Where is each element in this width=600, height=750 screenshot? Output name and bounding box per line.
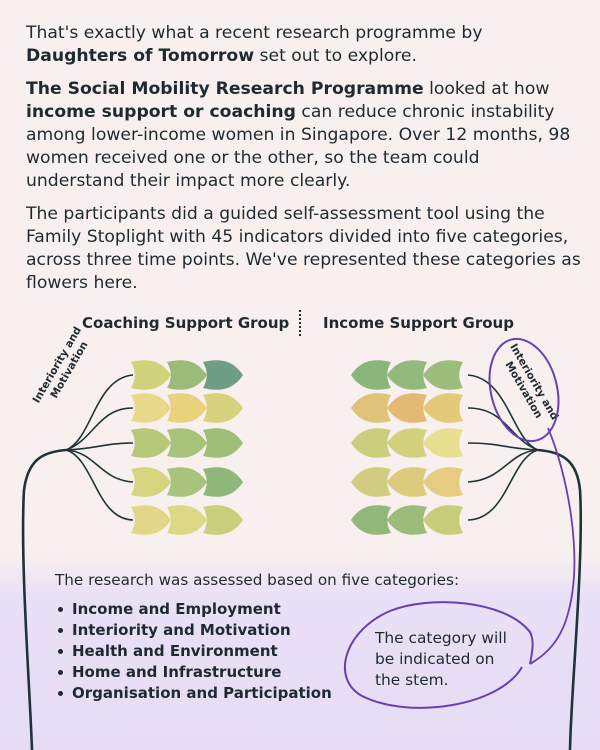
flower-petal <box>167 428 207 458</box>
flower-petal <box>387 467 427 497</box>
flower-petal <box>387 428 427 458</box>
support-types: income support or coaching <box>26 102 296 122</box>
income-main-stem <box>537 448 583 750</box>
income-branch-5 <box>467 449 539 521</box>
coaching-flower-row <box>131 428 243 458</box>
flower-petal <box>423 393 463 423</box>
income-stem-label: Interiority and Motivation <box>496 342 562 432</box>
flower-petal <box>131 505 171 535</box>
flower-petal <box>387 360 427 390</box>
coaching-branch-5 <box>65 449 134 521</box>
category-item: Organisation and Participation <box>56 683 332 704</box>
flower-petal <box>423 505 463 535</box>
flower-petal <box>203 393 243 423</box>
coaching-flower-row <box>131 467 243 497</box>
flower-petal <box>203 428 243 458</box>
flower-petal <box>387 505 427 535</box>
flower-petal <box>167 505 207 535</box>
flower-petal <box>387 393 427 423</box>
income-flower-row <box>351 467 463 497</box>
organisation-name: Daughters of Tomorrow <box>26 46 255 66</box>
categories-list: Income and Employment Interiority and Mo… <box>56 599 332 704</box>
income-group-label: Income Support Group <box>323 314 514 332</box>
flower-petal <box>203 360 243 390</box>
note-circle <box>344 601 534 709</box>
intro-p2-text: looked at how <box>423 79 550 99</box>
flower-rows <box>131 360 463 535</box>
flower-petal <box>167 393 207 423</box>
flower-petal <box>423 428 463 458</box>
flower-petal <box>351 505 391 535</box>
flower-petal <box>203 505 243 535</box>
coaching-branch-4 <box>65 449 134 483</box>
annotation-circle <box>488 337 560 443</box>
categories-intro: The research was assessed based on five … <box>55 571 460 589</box>
flower-petal <box>167 467 207 497</box>
programme-name: The Social Mobility Research Programme <box>26 79 424 99</box>
intro-p2-end: can reduce chronic instability among low… <box>26 102 571 191</box>
stems <box>21 374 583 750</box>
flower-petal <box>351 467 391 497</box>
annotation-connector <box>529 427 576 665</box>
income-flower-row <box>351 505 463 535</box>
flower-petal <box>351 393 391 423</box>
intro-text: That's exactly what a recent research pr… <box>26 22 581 305</box>
category-item: Health and Environment <box>56 641 332 662</box>
coaching-branch-2 <box>65 407 134 451</box>
intro-p1-end: set out to explore. <box>254 46 417 66</box>
intro-paragraph-1: That's exactly what a recent research pr… <box>26 22 581 68</box>
flower-petal <box>203 467 243 497</box>
flower-petal <box>423 467 463 497</box>
income-flower-row <box>351 428 463 458</box>
stem-indicator-note: The category will be indicated on the st… <box>375 629 507 689</box>
group-divider <box>299 310 301 336</box>
coaching-branch-1 <box>65 374 134 451</box>
intro-paragraph-3: The participants did a guided self-asses… <box>26 204 581 293</box>
coaching-branch-3 <box>65 442 134 451</box>
intro-p1-text: That's exactly what a recent research pr… <box>26 23 483 43</box>
flower-petal <box>131 467 171 497</box>
flower-petal <box>351 428 391 458</box>
flower-petal <box>131 360 171 390</box>
flower-petal <box>131 393 171 423</box>
category-item: Income and Employment <box>56 599 332 620</box>
flower-petal <box>167 360 207 390</box>
category-item: Interiority and Motivation <box>56 620 332 641</box>
coaching-main-stem <box>21 448 67 750</box>
income-branch-3 <box>467 442 539 451</box>
flower-petal <box>423 360 463 390</box>
categories-background-band <box>0 553 600 750</box>
income-branch-1 <box>467 374 539 451</box>
coaching-flower-row <box>131 393 243 423</box>
flower-petal <box>131 428 171 458</box>
coaching-group-label: Coaching Support Group <box>82 314 290 332</box>
category-item: Home and Infrastructure <box>56 662 332 683</box>
income-branch-4 <box>467 449 539 483</box>
coaching-stem-label: Interiority and Motivation <box>31 322 97 412</box>
coaching-flower-row <box>131 360 243 390</box>
income-flower-row <box>351 393 463 423</box>
income-flower-row <box>351 360 463 390</box>
income-branch-2 <box>467 407 539 451</box>
flower-petal <box>351 360 391 390</box>
intro-paragraph-2: The Social Mobility Research Programme l… <box>26 78 581 193</box>
coaching-flower-row <box>131 505 243 535</box>
